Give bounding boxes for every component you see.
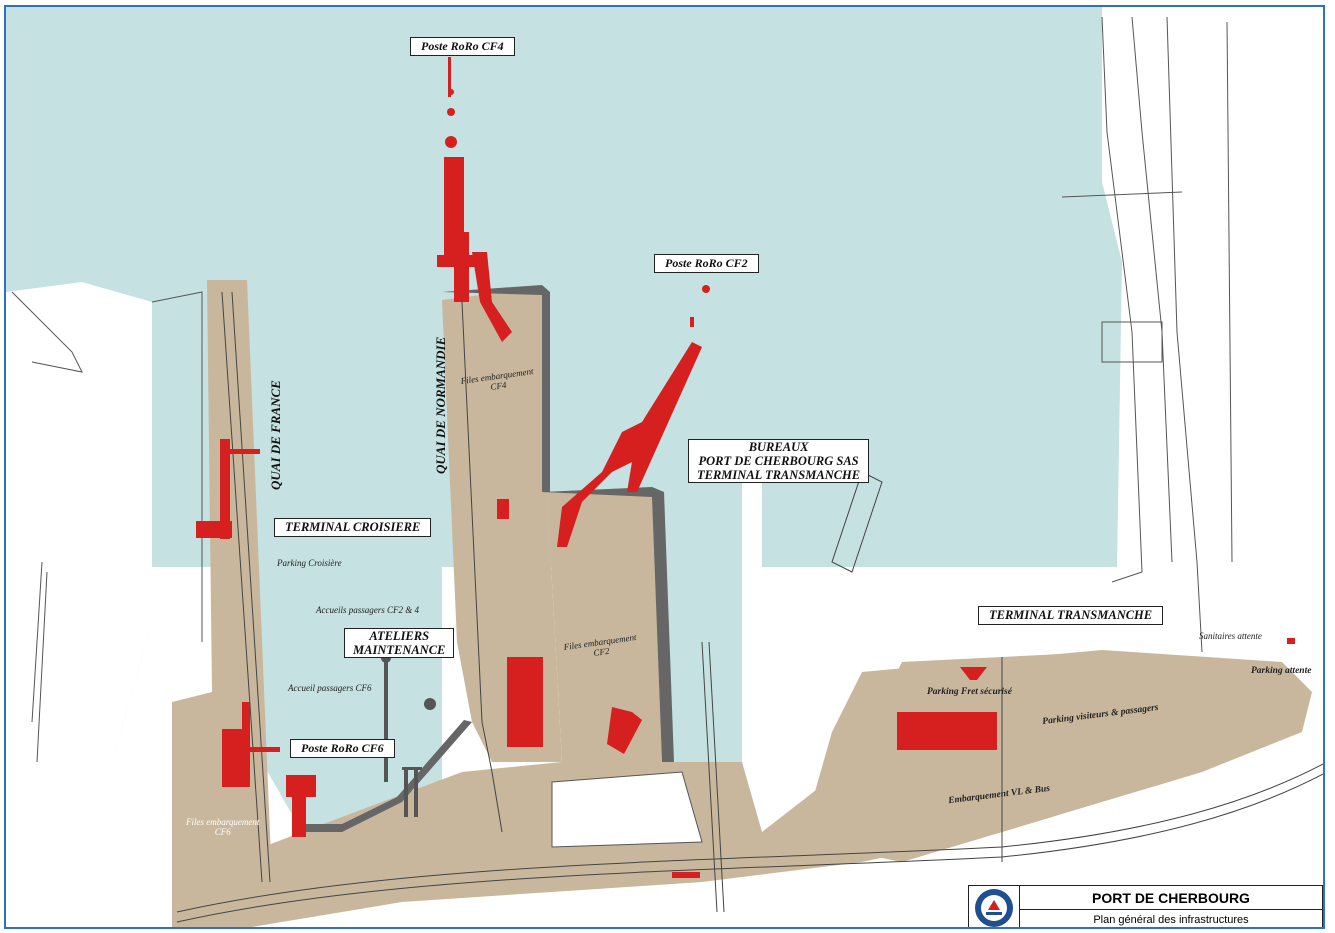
bureaux-label: BUREAUX PORT DE CHERBOURG SAS TERMINAL T… (688, 439, 870, 483)
files-cf6-line-2: CF6 (214, 827, 231, 837)
south-terminal (551, 771, 703, 848)
parking-croisiere-label: Parking Croisière (277, 558, 342, 568)
ateliers-line-2: MAINTENANCE (353, 643, 446, 657)
poste-roro-cf6-label: Poste RoRo CF6 (290, 739, 395, 758)
harbour-water-inner (242, 282, 442, 832)
cf2-land (547, 487, 662, 762)
files-embarquement-cf6-label: Files embarquement CF6 (186, 817, 259, 837)
ateliers-line-1: ATELIERS (369, 629, 430, 643)
accueils-passagers-cf2-4-label: Accueils passagers CF2 & 4 (316, 605, 419, 615)
cruise-pontoon (831, 471, 883, 573)
transmanche-white (742, 472, 1132, 762)
terminal-croisiere-label: TERMINAL CROISIERE (274, 518, 432, 537)
quai-de-normandie-land (442, 287, 562, 762)
harbour-water-cf2 (542, 282, 762, 762)
map-frame: Poste RoRo CF4 Poste RoRo CF2 Poste RoRo… (4, 5, 1325, 929)
west-land (6, 282, 152, 927)
accueil-passagers-cf6-label: Accueil passagers CF6 (288, 683, 372, 693)
files-cf6-line-1: Files embarquement (186, 817, 260, 827)
bureaux-line-2: PORT DE CHERBOURG SAS (698, 454, 859, 468)
mooring (381, 653, 436, 817)
bureaux-line-1: BUREAUX (748, 440, 809, 454)
roads (176, 291, 1323, 923)
poste-roro-cf2-label: Poste RoRo CF2 (654, 254, 759, 273)
quai-de-normandie-label: QUAI DE NORMANDIE (433, 336, 448, 474)
quay-edges (302, 285, 674, 832)
terminal-transmanche-label: TERMINAL TRANSMANCHE (978, 606, 1164, 625)
title-text: PORT DE CHERBOURG Plan général des infra… (1020, 886, 1322, 927)
bureaux-line-3: TERMINAL TRANSMANCHE (697, 468, 861, 482)
ateliers-label: ATELIERS MAINTENANCE (344, 628, 455, 658)
parking-attente-label: Parking attente (1251, 666, 1312, 676)
red-infrastructures (196, 57, 1295, 878)
parking-fret-label: Parking Fret sécurisé (927, 687, 1012, 697)
quai-de-france-label: QUAI DE FRANCE (268, 380, 283, 490)
poste-roro-cf4-label: Poste RoRo CF4 (410, 37, 515, 56)
east-breakwater (1061, 16, 1233, 653)
map-subtitle: Plan général des infrastructures (1093, 914, 1249, 927)
port-map (6, 7, 1323, 927)
port-de-cherbourg-logo-icon (969, 886, 1020, 927)
sanitaires-label: Sanitaires attente (1199, 631, 1262, 641)
transmanche-land (812, 650, 1312, 862)
title-block: PORT DE CHERBOURG Plan général des infra… (968, 885, 1323, 927)
map-title: PORT DE CHERBOURG (1020, 886, 1322, 911)
